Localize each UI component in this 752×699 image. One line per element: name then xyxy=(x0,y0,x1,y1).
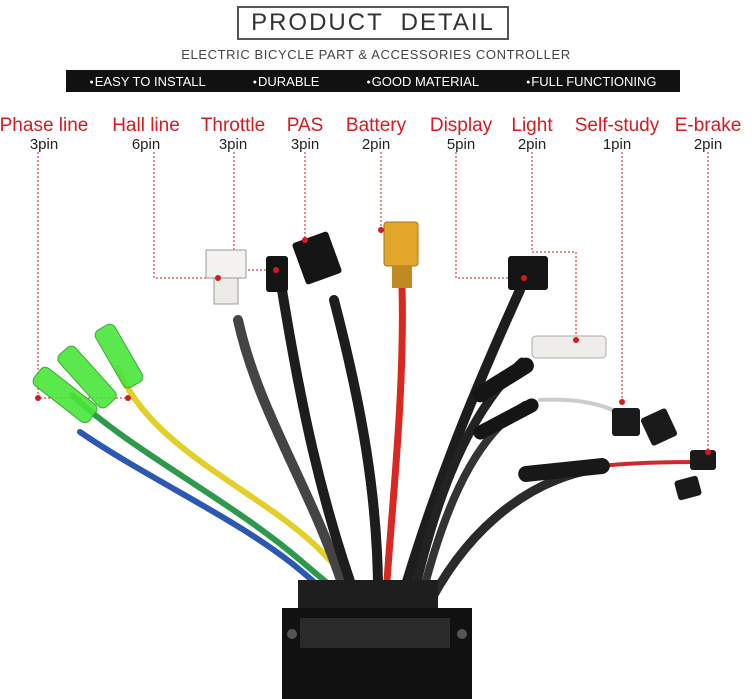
label-display-pins: 5pin xyxy=(446,136,476,153)
wire-sleeves xyxy=(472,357,610,482)
phase-terminal-3 xyxy=(94,323,144,389)
phase-terminal-1 xyxy=(32,366,98,424)
label-throttle-pins: 3pin xyxy=(218,136,248,153)
ebrake-connector-2 xyxy=(674,475,702,501)
label-throttle: Throttle 3pin xyxy=(200,115,266,154)
label-phase-line-name: Phase line xyxy=(0,115,89,136)
wire-display xyxy=(393,285,525,617)
label-phase-line: Phase line 3pin xyxy=(0,115,89,154)
feature-good-material: GOOD MATERIAL xyxy=(366,74,479,89)
wire-ebrake-red xyxy=(598,460,697,468)
sleeve-ebrake xyxy=(518,458,610,482)
wire-ebrake xyxy=(420,463,605,617)
phase-terminal-2 xyxy=(57,345,117,409)
throttle-connector xyxy=(266,256,288,292)
label-battery: Battery 2pin xyxy=(345,115,407,154)
battery-connector xyxy=(383,221,419,267)
selfstudy-connector xyxy=(612,408,640,436)
label-battery-name: Battery xyxy=(345,115,407,136)
feature-durable: DURABLE xyxy=(253,74,319,89)
label-self-study: Self-study 1pin xyxy=(574,115,660,154)
screw-right xyxy=(457,629,467,639)
feature-full-functioning: FULL FUNCTIONING xyxy=(526,74,656,89)
label-self-study-name: Self-study xyxy=(574,115,660,136)
product-detail-title: PRODUCT DETAIL xyxy=(237,6,509,40)
ebrake-connector xyxy=(690,450,716,470)
label-display-name: Display xyxy=(429,115,493,136)
label-hall-line-pins: 6pin xyxy=(131,136,161,153)
sleeve-selfstudy xyxy=(473,398,539,440)
wire-hall xyxy=(233,315,355,615)
controller-face-panel xyxy=(300,618,450,648)
label-pas-name: PAS xyxy=(286,115,324,136)
feature-bar: EASY TO INSTALL DURABLE GOOD MATERIAL FU… xyxy=(66,70,680,92)
hall-connector xyxy=(205,249,247,279)
label-battery-pins: 2pin xyxy=(361,136,391,153)
label-hall-line-name: Hall line xyxy=(112,115,180,136)
label-e-brake: E-brake 2pin xyxy=(674,115,742,154)
label-e-brake-pins: 2pin xyxy=(693,136,723,153)
connectors xyxy=(205,221,716,501)
label-throttle-name: Throttle xyxy=(200,115,266,136)
label-pas: PAS 3pin xyxy=(286,115,324,154)
label-e-brake-name: E-brake xyxy=(674,115,742,136)
wires xyxy=(69,281,697,618)
wire-pas xyxy=(329,295,384,617)
label-light-name: Light xyxy=(511,115,553,136)
sleeve-light xyxy=(472,357,534,403)
label-display: Display 5pin xyxy=(429,115,493,154)
leader-hall xyxy=(153,152,218,279)
light-connector xyxy=(531,335,607,359)
callout-dots xyxy=(35,227,711,455)
wire-throttle xyxy=(277,285,365,615)
hall-connector-body xyxy=(213,277,239,305)
controller-box xyxy=(282,580,472,699)
controller-top-collar xyxy=(298,580,438,610)
pas-connector xyxy=(292,231,342,285)
title-text: PRODUCT DETAIL xyxy=(251,9,495,36)
leader-light xyxy=(531,152,577,340)
label-self-study-pins: 1pin xyxy=(602,136,632,153)
product-subtitle: ELECTRIC BICYCLE PART & ACCESSORIES CONT… xyxy=(181,47,571,62)
label-light: Light 2pin xyxy=(511,115,553,154)
label-light-pins: 2pin xyxy=(517,136,547,153)
screw-left xyxy=(287,629,297,639)
wire-battery-red xyxy=(381,281,406,616)
leader-display xyxy=(455,152,524,279)
display-connector xyxy=(508,256,548,290)
label-hall-line: Hall line 6pin xyxy=(112,115,180,154)
feature-easy-install: EASY TO INSTALL xyxy=(90,74,206,89)
phase-terminals xyxy=(32,323,144,424)
label-pas-pins: 3pin xyxy=(290,136,320,153)
battery-connector-neck xyxy=(392,266,412,288)
selfstudy-connector-2 xyxy=(640,408,678,446)
label-phase-line-pins: 3pin xyxy=(29,136,59,153)
